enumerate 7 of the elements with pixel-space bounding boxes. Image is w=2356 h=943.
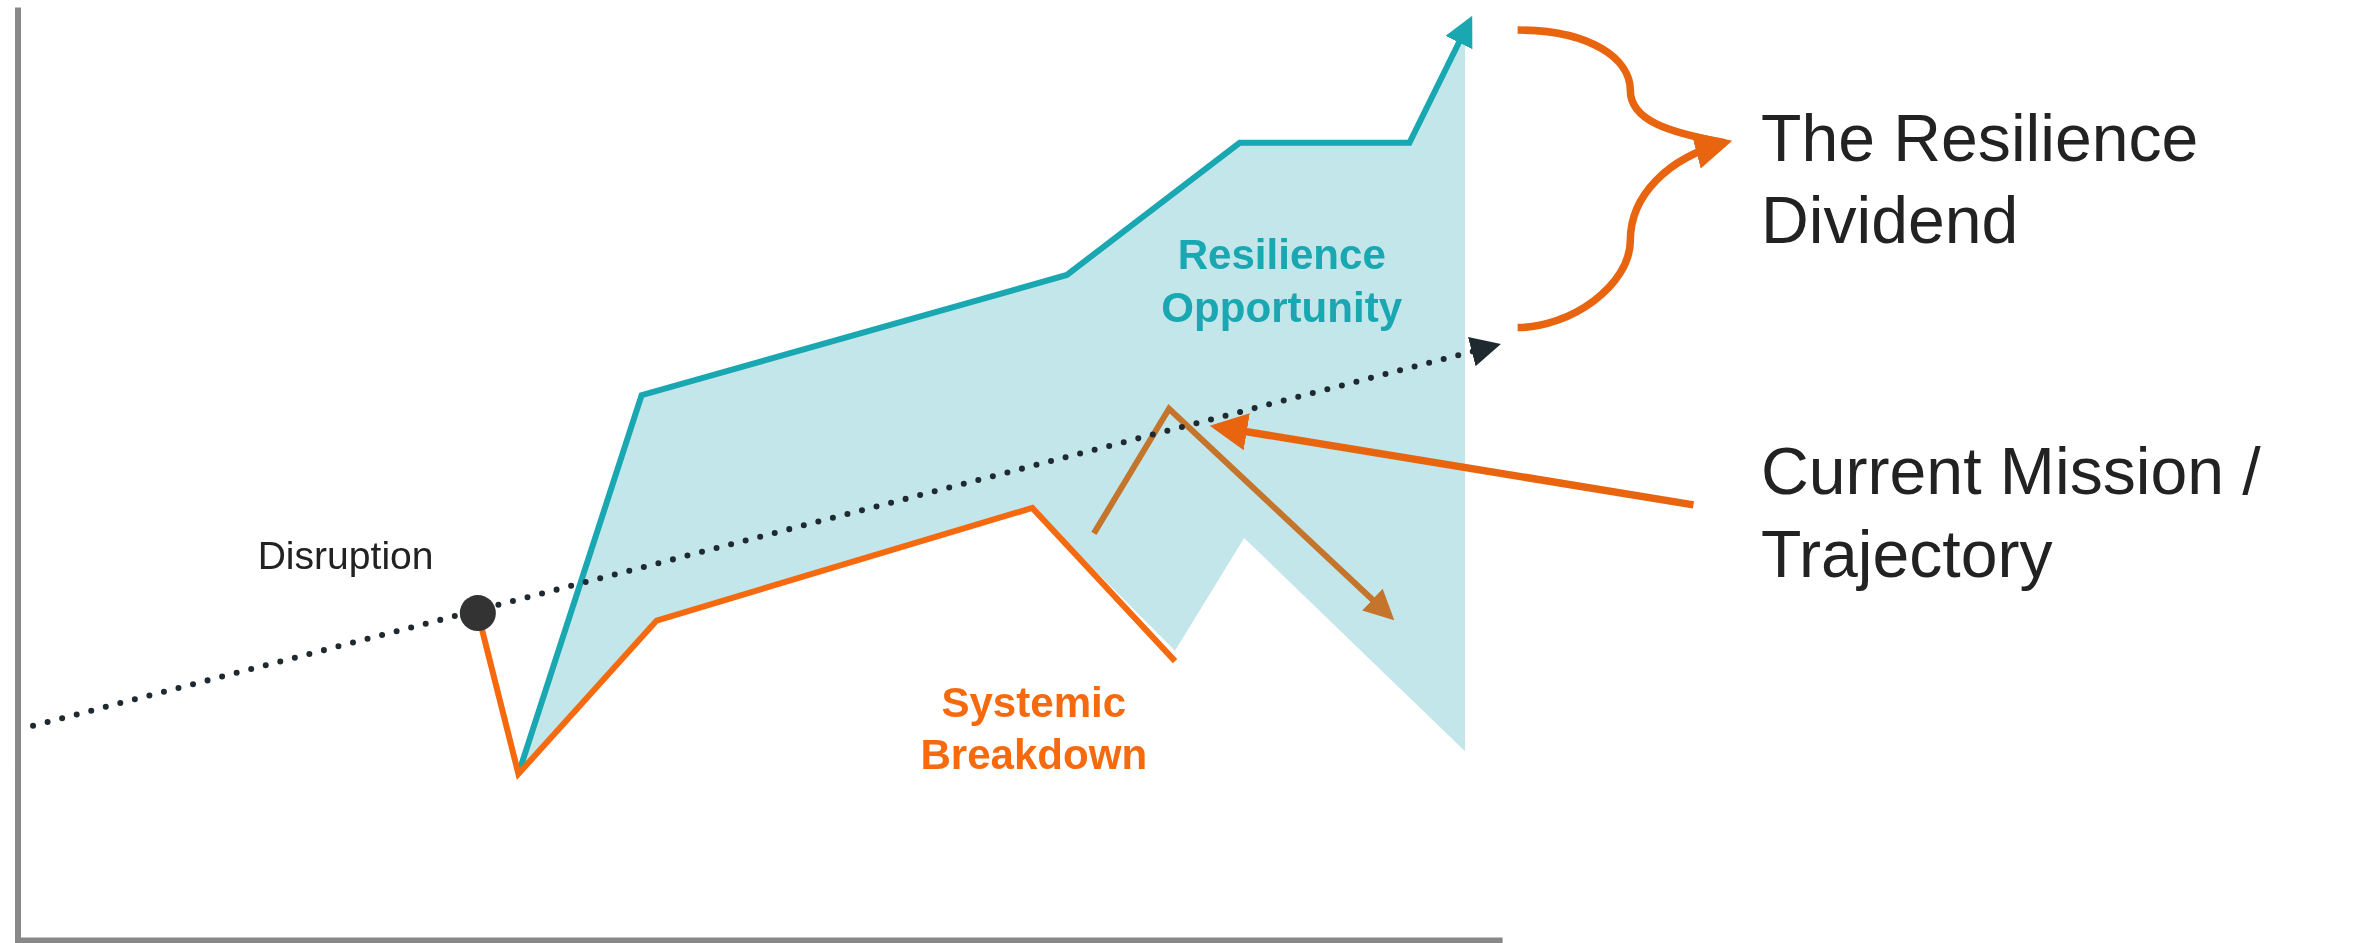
trajectory-line xyxy=(30,337,1501,729)
event-label: Disruption xyxy=(256,532,435,581)
area-label: Resilience Opportunity xyxy=(1160,230,1404,333)
callout-text: Current Mission / Trajectory xyxy=(1761,429,2348,596)
leader-arrow xyxy=(1209,413,1695,509)
line-label: Systemic Breakdown xyxy=(919,678,1149,781)
callout-text: The Resilience Dividend xyxy=(1761,99,2200,259)
